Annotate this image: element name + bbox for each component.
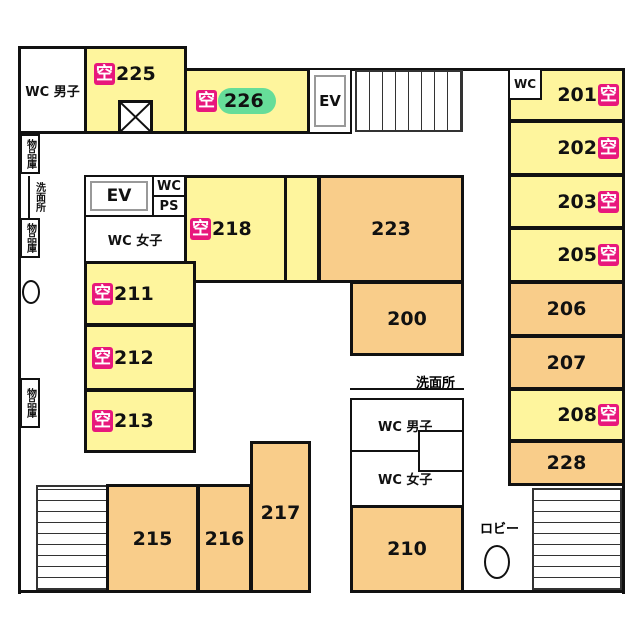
wc-men-top: WC 男子	[18, 46, 87, 134]
room-number: 207	[546, 351, 587, 374]
vacant-badge: 空	[94, 63, 115, 85]
wc-label: WC	[157, 178, 181, 194]
room-number: 203	[557, 190, 597, 213]
room-number: 212	[114, 346, 154, 369]
vacant-badge: 空	[598, 137, 619, 159]
room-207[interactable]: 207	[508, 335, 625, 390]
room-206[interactable]: 206	[508, 281, 625, 337]
vacant-badge: 空	[598, 84, 619, 106]
storage-label: 物品庫	[24, 139, 36, 169]
storage-3: 物品庫	[20, 378, 40, 428]
wc-men-label: WC 男子	[25, 84, 80, 100]
vacant-badge: 空	[196, 90, 217, 112]
vacant-badge: 空	[598, 190, 619, 213]
vacant-badge: 空	[598, 404, 619, 426]
room-number: 201	[557, 84, 597, 106]
outer-wall-bottom-right	[350, 590, 625, 593]
vacant-badge: 空	[92, 410, 113, 432]
room-210[interactable]: 210	[350, 505, 464, 593]
storage-label: 物品庫	[24, 388, 36, 418]
shaft-cross-icon	[121, 103, 150, 131]
ps: PS	[152, 195, 186, 217]
vacant-badge: 空	[190, 218, 211, 240]
outer-wall-left	[18, 46, 21, 594]
room-number: 225	[116, 63, 156, 85]
ps-label: PS	[159, 198, 179, 214]
stairs-bottom-left	[36, 485, 108, 590]
outer-wall-top	[185, 68, 625, 71]
wc-inner-box	[418, 430, 464, 472]
stairs-bottom-right	[532, 488, 622, 590]
room-228[interactable]: 228	[508, 440, 625, 486]
room-number: 218	[212, 218, 252, 240]
room-216[interactable]: 216	[197, 484, 252, 593]
wc-women-left: WC 女子	[84, 215, 186, 263]
room-number: 216	[204, 527, 245, 550]
elevator-left[interactable]: EV	[84, 175, 154, 217]
wc-label: WC	[513, 77, 537, 91]
room-number: 211	[114, 282, 154, 305]
room-number: 217	[260, 502, 301, 524]
room-number: 208	[557, 404, 597, 426]
room-number: 210	[387, 538, 427, 560]
washroom-label: 洗面所	[33, 182, 45, 212]
room-number: 213	[114, 410, 154, 432]
room-number: 200	[387, 307, 427, 330]
room-223[interactable]: 223	[318, 175, 464, 283]
room-number: 228	[546, 452, 587, 474]
storage-label: 物品庫	[24, 223, 36, 253]
ev-label: EV	[90, 181, 148, 211]
vacant-badge: 空	[92, 282, 113, 305]
room-200[interactable]: 200	[350, 281, 464, 356]
toilet-icon	[22, 280, 40, 304]
wc-small: WC	[152, 175, 186, 197]
room-number: 202	[557, 137, 597, 159]
room-number: 205	[557, 244, 597, 266]
room-number: 215	[132, 527, 173, 550]
vacant-badge: 空	[92, 346, 113, 369]
wc-201: WC	[508, 68, 542, 100]
room-number: 206	[546, 298, 587, 320]
room-215[interactable]: 215	[106, 484, 199, 593]
wc-women-label: WC 女子	[107, 233, 163, 249]
storage-2: 物品庫	[20, 218, 40, 258]
vacant-badge: 空	[598, 244, 619, 266]
wc-women-label: WC 女子	[378, 473, 433, 488]
ev-label: EV	[314, 75, 346, 127]
room-217[interactable]: 217	[250, 441, 311, 593]
storage-1: 物品庫	[20, 134, 40, 174]
elevator-top[interactable]: EV	[308, 68, 352, 134]
lobby-table-icon	[484, 545, 510, 579]
room-number-highlight: 226	[218, 88, 276, 114]
partition-218	[284, 175, 287, 283]
shaft-box	[118, 100, 153, 134]
washroom-left: 洗面所	[28, 176, 48, 218]
washroom-wall	[350, 388, 464, 390]
room-number: 223	[371, 218, 411, 240]
stairs-top	[355, 70, 463, 132]
lobby-label: ロビー	[480, 522, 520, 537]
washroom-right-label: 洗面所	[416, 376, 456, 391]
